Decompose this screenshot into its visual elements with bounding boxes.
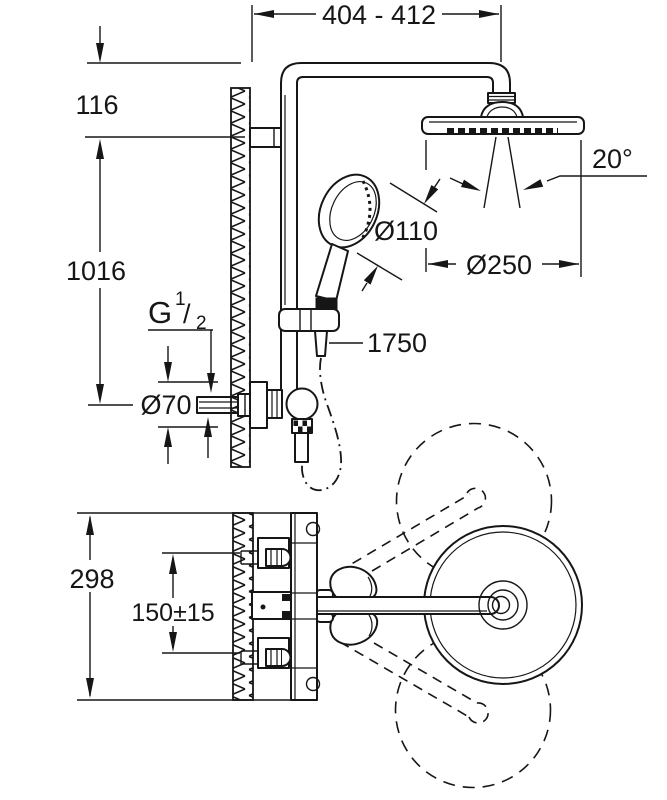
svg-text:20°: 20°: [592, 144, 633, 174]
plan-wall-hatch: [232, 512, 254, 701]
diverter-body: [285, 387, 319, 421]
inlet-connection-bottom: [240, 637, 292, 669]
dim-escutcheon-dia: Ø70: [140, 390, 191, 420]
head-shower: [421, 92, 585, 209]
svg-text:2: 2: [196, 313, 207, 334]
head-shower-bell: [480, 101, 524, 118]
thermostat-body-plan: [240, 512, 321, 701]
escutcheon: [249, 381, 268, 429]
dim-spray-angle: 20°: [449, 144, 647, 191]
hand-shower: [278, 173, 381, 357]
plan-extension-lines: [77, 512, 317, 701]
hand-shower-handle: [315, 243, 349, 302]
handle-knob-top: [305, 521, 321, 537]
dim-thread-g12: G 1 / 2: [148, 289, 215, 458]
shower-hose: [301, 357, 342, 492]
spray-cone-lines: [483, 136, 521, 209]
shower-arm: [280, 62, 511, 94]
head-shower-hub: [478, 580, 528, 630]
dim-inlet-spacing: 150±15: [131, 599, 214, 627]
wall-bracket: [249, 127, 282, 148]
hand-shower-grip: [315, 297, 338, 310]
front-elevation-view: 404 - 412 116 1016 G 1 / 2: [66, 0, 647, 492]
dim-plan-height: 298: [69, 564, 114, 594]
swivel-arm-lower: [339, 641, 489, 724]
hand-shower-holder: [278, 308, 340, 332]
dim-offset-116: 116: [75, 90, 118, 120]
dimensions-plan: 298 150±15: [69, 515, 240, 698]
hand-shower-face-dots: [359, 180, 372, 242]
arm-escutcheon-plan: [315, 565, 379, 646]
handle-knob-bottom: [305, 676, 321, 692]
plan-view: 298 150±15: [69, 422, 583, 789]
svg-text:/: /: [183, 299, 191, 329]
hose-connector-cone: [314, 330, 328, 357]
svg-text:G: G: [148, 295, 172, 330]
inlet-connection-top: [240, 537, 292, 569]
svg-text:1: 1: [175, 289, 186, 310]
dim-riser-height: 1016: [66, 256, 126, 286]
shower-rail: [280, 82, 298, 391]
dim-hose-length: 1750: [367, 328, 427, 358]
dim-top-width: 404 - 412: [322, 0, 436, 30]
center-mark: [260, 604, 266, 610]
swivel-arm-upper: [337, 487, 487, 573]
mixer-valve: [196, 381, 319, 463]
dimensions-front: 404 - 412 116 1016 G 1 / 2: [66, 0, 647, 464]
hose-outlet: [294, 432, 309, 463]
dim-hand-shower-dia: Ø110: [356, 178, 441, 292]
svg-text:Ø110: Ø110: [374, 216, 438, 246]
wall-section-hatch: [230, 87, 251, 468]
dim-head-shower-dia: Ø250: [466, 250, 532, 280]
